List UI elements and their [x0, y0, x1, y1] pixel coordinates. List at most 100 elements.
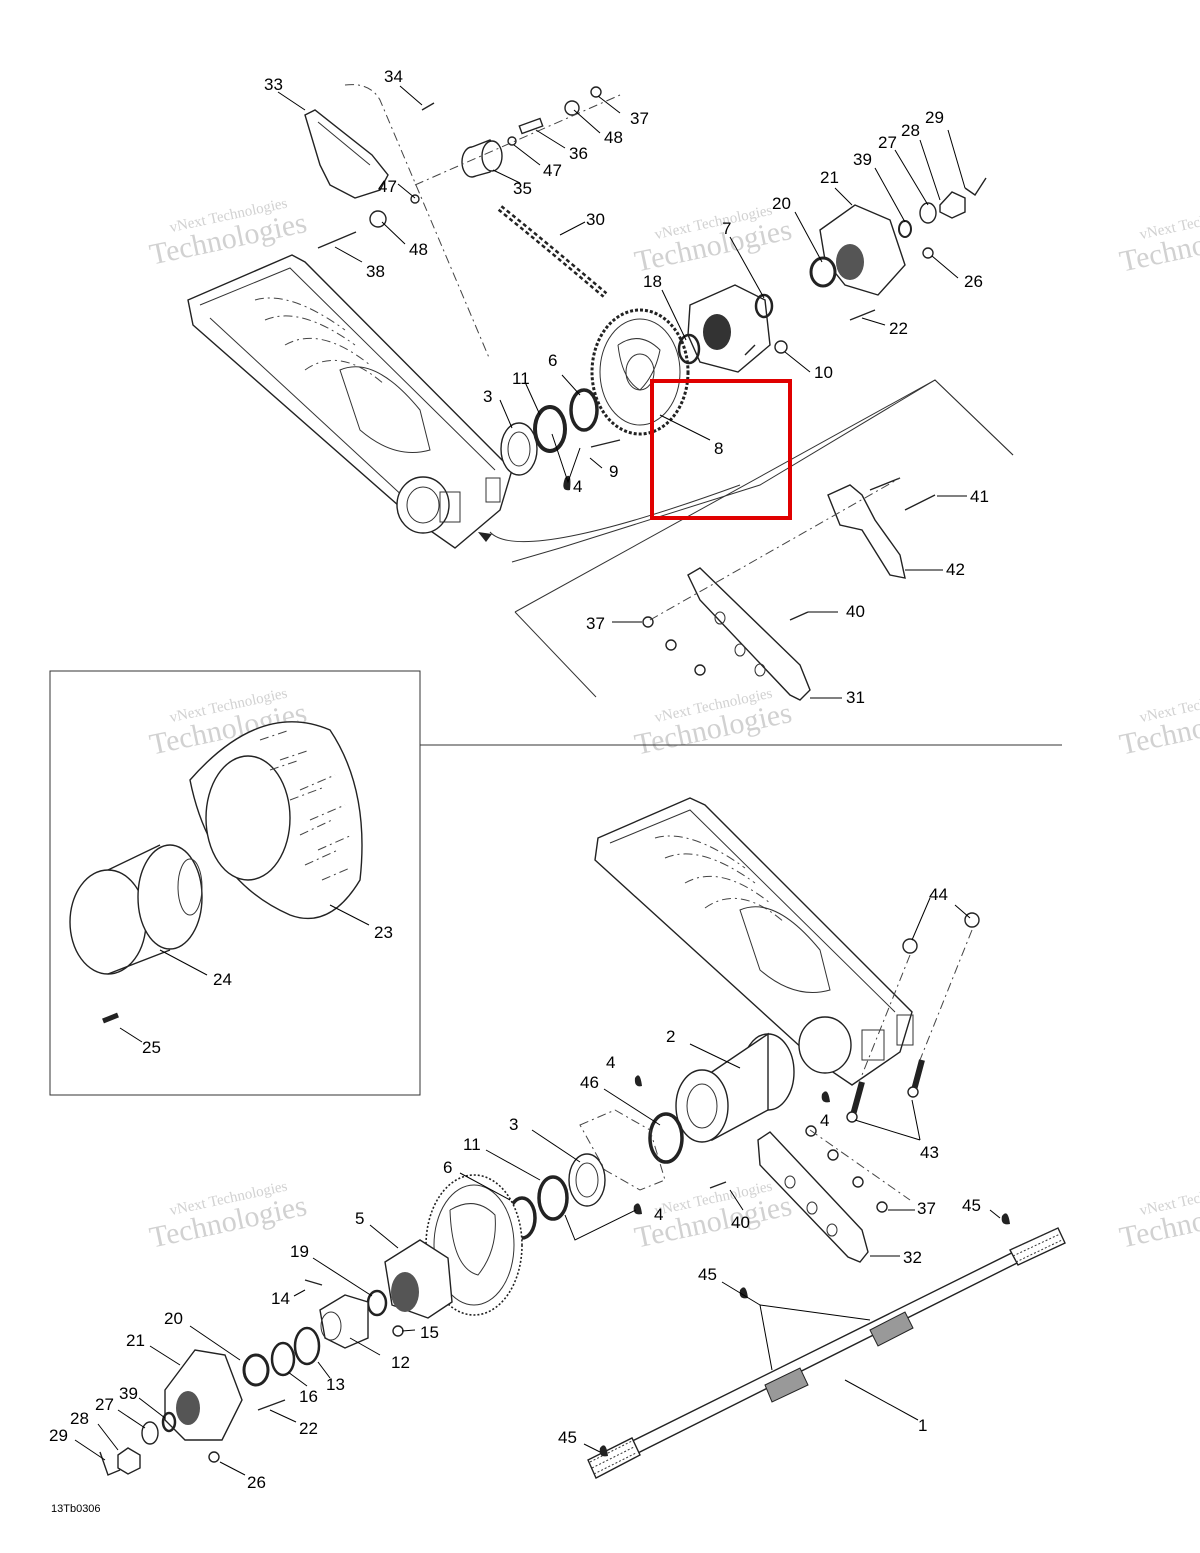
callout-40: 40: [846, 602, 865, 621]
callout-28: 28: [901, 121, 920, 140]
detail-frame-left: [514, 611, 597, 698]
callout-5: 5: [355, 1209, 364, 1228]
callout-45: 45: [962, 1196, 981, 1215]
watermark: vNext Technologies Technologies: [1117, 202, 1200, 278]
wheel-hub-lower-outer: [99, 1349, 286, 1476]
eccentric-housing: [634, 1032, 830, 1164]
callout-20: 20: [772, 194, 791, 213]
callout-21: 21: [126, 1331, 145, 1350]
rear-sprocket: [590, 308, 690, 436]
callout-21: 21: [820, 168, 839, 187]
callout-7: 7: [722, 219, 731, 238]
callout-10: 10: [814, 363, 833, 382]
callout-30: 30: [586, 210, 605, 229]
callout-37: 37: [586, 614, 605, 633]
sprocket-hub: [677, 284, 788, 373]
wheel-inset-box: [49, 670, 421, 1096]
chain-roller: [317, 86, 621, 249]
callout-45: 45: [698, 1265, 717, 1284]
callout-22: 22: [299, 1419, 318, 1438]
callout-47: 47: [378, 177, 397, 196]
swing-arm-upper: [187, 254, 513, 549]
callouts: 33 34 37 48 36 47 35 47 48 38 30 29 28 2…: [49, 67, 989, 1492]
callout-39: 39: [853, 150, 872, 169]
callout-24: 24: [213, 970, 232, 989]
callout-9: 9: [609, 462, 618, 481]
watermark: vNext Technologies Technologies: [1117, 685, 1200, 761]
callout-40: 40: [731, 1213, 750, 1232]
callout-3: 3: [509, 1115, 518, 1134]
detail-arrow-line: [489, 484, 741, 543]
callout-48: 48: [604, 128, 623, 147]
wheel-hub-upper: [809, 177, 987, 321]
callout-42: 42: [946, 560, 965, 579]
callout-34: 34: [384, 67, 403, 86]
highlight-box: [650, 379, 792, 520]
mount-bolts: [846, 912, 980, 1123]
watermark: vNext Technologies Technologies: [1117, 1178, 1200, 1254]
callout-37: 37: [917, 1199, 936, 1218]
callout-15: 15: [420, 1323, 439, 1342]
callout-41: 41: [970, 487, 989, 506]
brake-caliper-outline: [579, 1109, 666, 1191]
callout-46: 46: [580, 1073, 599, 1092]
callout-2: 2: [666, 1027, 675, 1046]
callout-43: 43: [920, 1143, 939, 1162]
watermark: vNext Technologies Technologies: [632, 685, 795, 761]
callout-18: 18: [643, 272, 662, 291]
callout-47: 47: [543, 161, 562, 180]
callout-4: 4: [573, 477, 582, 496]
watermark: vNext Technologies Technologies: [147, 1178, 310, 1254]
callout-39: 39: [119, 1384, 138, 1403]
callout-31: 31: [846, 688, 865, 707]
callout-16: 16: [299, 1387, 318, 1406]
callout-11: 11: [463, 1135, 481, 1154]
callout-3: 3: [483, 387, 492, 406]
arrow-head: [478, 532, 492, 542]
callout-33: 33: [264, 75, 283, 94]
callout-11: 11: [512, 369, 530, 388]
bearing-assembly-upper: [500, 388, 621, 491]
callout-26: 26: [964, 272, 983, 291]
figure-reference-code: 13Tb0306: [51, 1503, 101, 1515]
callout-27: 27: [878, 133, 897, 152]
callout-29: 29: [49, 1426, 68, 1445]
callout-36: 36: [569, 144, 588, 163]
callout-26: 26: [247, 1473, 266, 1492]
rear-axle: [587, 1213, 1066, 1479]
frame-lines: [49, 379, 1062, 1096]
callout-13: 13: [326, 1375, 345, 1394]
callout-1: 1: [918, 1416, 927, 1435]
callout-19: 19: [290, 1242, 309, 1261]
chain-guide: [304, 84, 491, 361]
callout-38: 38: [366, 262, 385, 281]
callout-4: 4: [820, 1111, 829, 1130]
callout-22: 22: [889, 319, 908, 338]
callout-4: 4: [654, 1205, 663, 1224]
callout-32: 32: [903, 1248, 922, 1267]
wheel-hub-lower-inner: [242, 1239, 453, 1387]
callout-37: 37: [630, 109, 649, 128]
watermark: vNext Technologies Technologies: [632, 202, 795, 278]
callout-45: 45: [558, 1428, 577, 1447]
callout-28: 28: [70, 1409, 89, 1428]
callout-6: 6: [443, 1158, 452, 1177]
callout-23: 23: [374, 923, 393, 942]
tensioner-plate-detail: [642, 477, 936, 701]
bearing-assembly-lower: [507, 1153, 642, 1240]
callout-20: 20: [164, 1309, 183, 1328]
callout-25: 25: [142, 1038, 161, 1057]
callout-4: 4: [606, 1053, 615, 1072]
callout-27: 27: [95, 1395, 114, 1414]
callout-29: 29: [925, 108, 944, 127]
callout-44: 44: [929, 885, 948, 904]
callout-48: 48: [409, 240, 428, 259]
swing-arm-lower: [594, 797, 914, 1086]
detail-frame-top: [514, 379, 1014, 613]
leader-lines: [74, 85, 1001, 1476]
callout-12: 12: [391, 1353, 410, 1372]
drive-chain: [497, 205, 608, 298]
wheel-assembly: [69, 721, 363, 1024]
